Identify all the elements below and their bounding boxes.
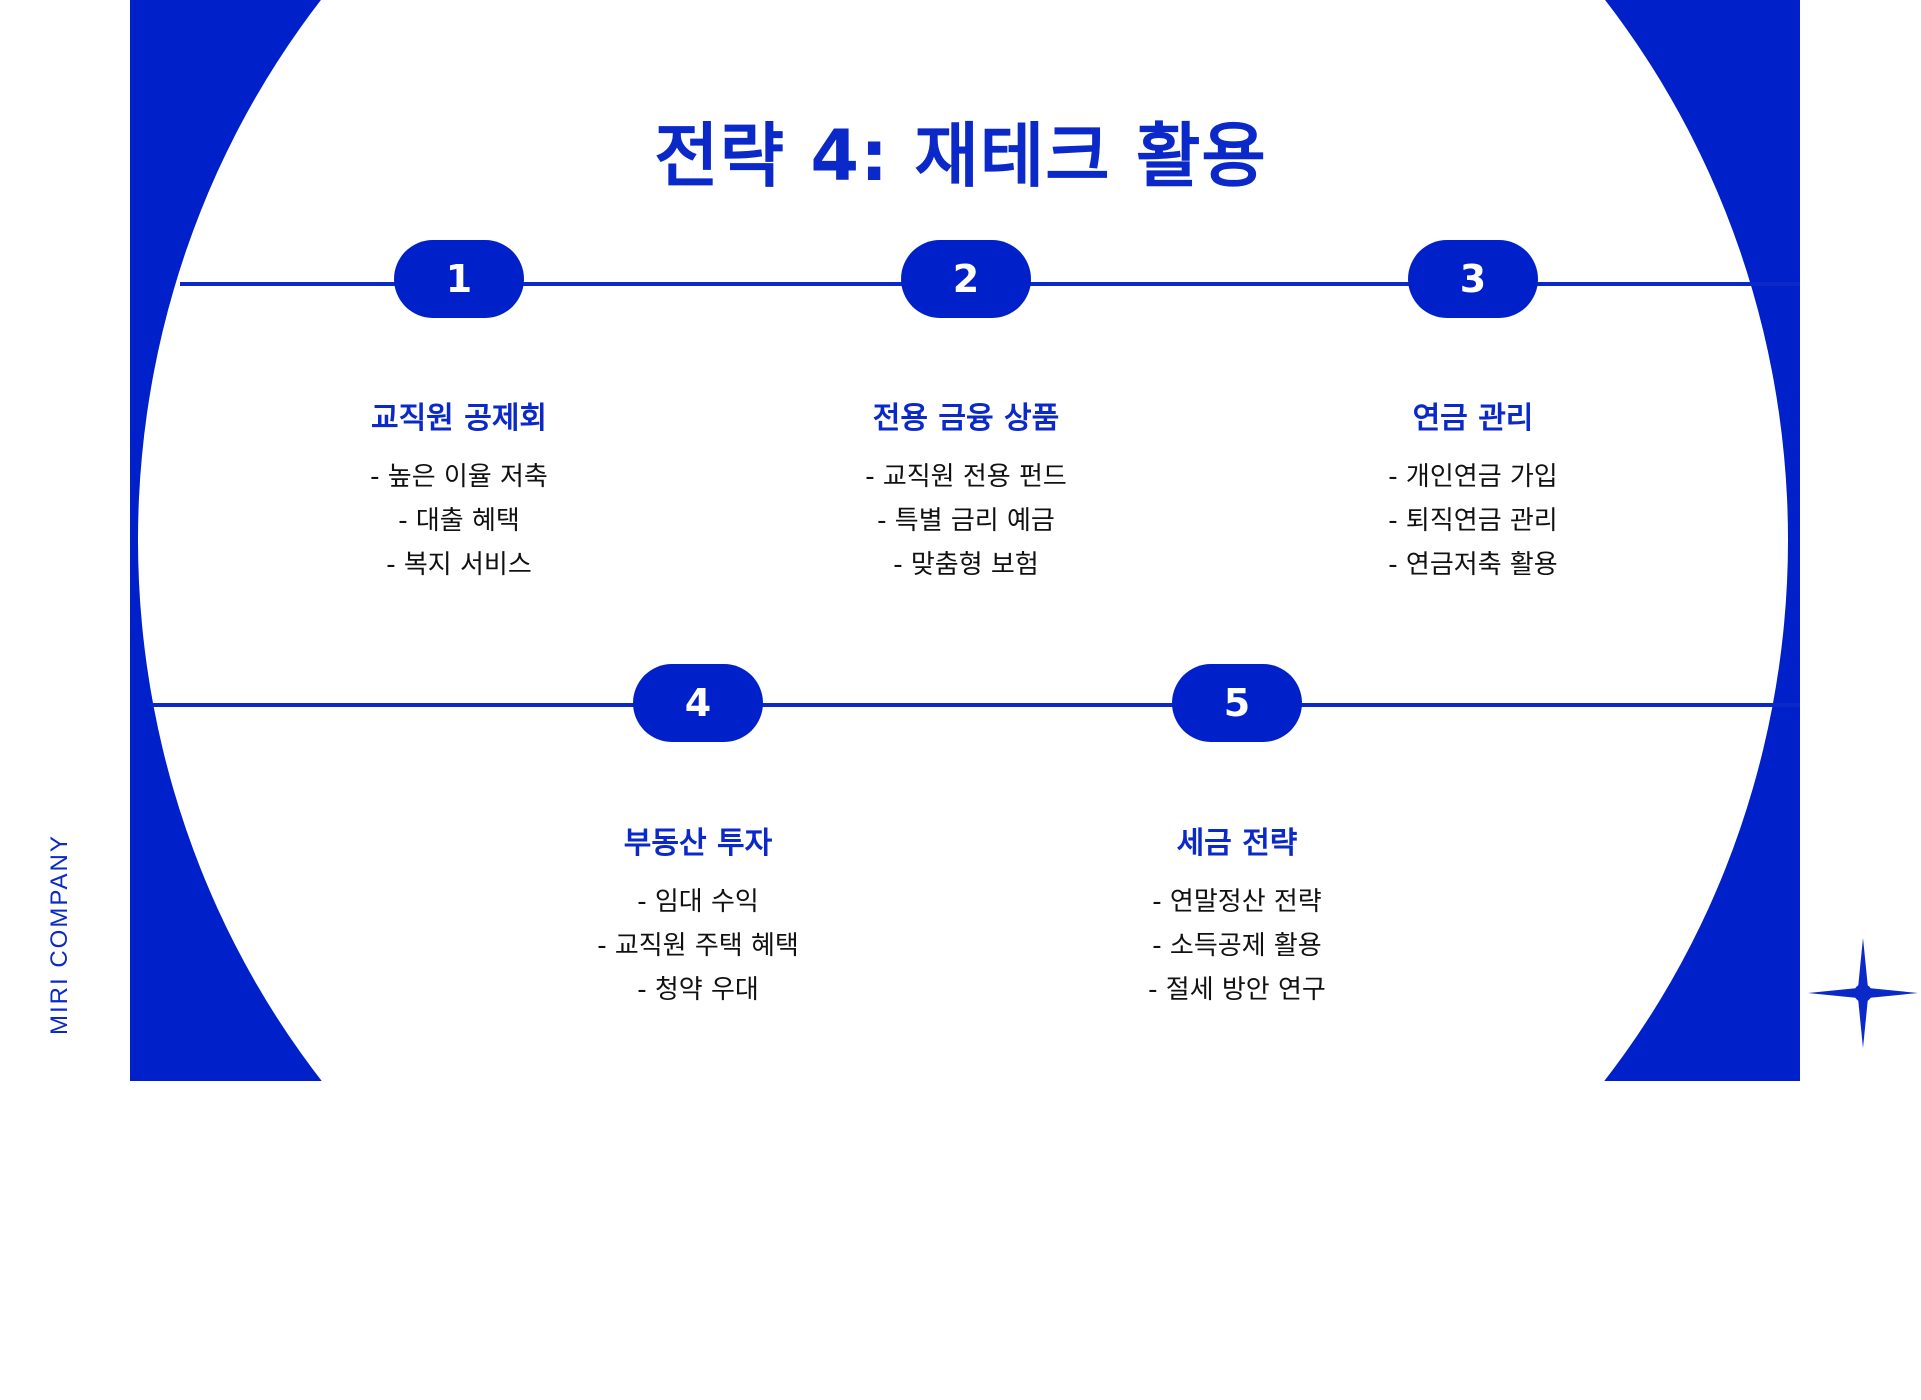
sparkle-star-icon xyxy=(1808,938,1918,1048)
step-title: 부동산 투자 xyxy=(623,826,773,861)
step-item: - 연말정산 전략 xyxy=(1152,887,1322,917)
brand-label: MIRI COMPANY xyxy=(46,834,73,1035)
step-title: 연금 관리 xyxy=(1412,401,1534,436)
step-badge-5: 5 xyxy=(1172,664,1302,742)
step-item: - 맞춤형 보험 xyxy=(893,550,1039,580)
step-badge-2: 2 xyxy=(901,240,1031,318)
step-item: - 복지 서비스 xyxy=(386,550,532,580)
step-item: - 대출 혜택 xyxy=(398,506,520,536)
step-item: - 절세 방안 연구 xyxy=(1148,975,1326,1005)
step-card-4: 부동산 투자 - 임대 수익 - 교직원 주택 혜택 - 청약 우대 xyxy=(508,818,888,1012)
step-card-1: 교직원 공제회 - 높은 이율 저축 - 대출 혜택 - 복지 서비스 xyxy=(269,393,649,587)
step-item: - 소득공제 활용 xyxy=(1152,931,1322,961)
step-badge-1: 1 xyxy=(394,240,524,318)
content-ellipse xyxy=(138,0,1788,1400)
step-title: 교직원 공제회 xyxy=(370,401,548,436)
step-item: - 교직원 전용 펀드 xyxy=(865,462,1067,492)
step-item: - 임대 수익 xyxy=(637,887,759,917)
step-title: 세금 전략 xyxy=(1176,826,1298,861)
step-card-3: 연금 관리 - 개인연금 가입 - 퇴직연금 관리 - 연금저축 활용 xyxy=(1283,393,1663,587)
step-badge-3: 3 xyxy=(1408,240,1538,318)
step-badge-4: 4 xyxy=(633,664,763,742)
timeline-line-bottom xyxy=(150,703,1800,707)
step-item: - 연금저축 활용 xyxy=(1388,550,1558,580)
step-item: - 청약 우대 xyxy=(637,975,759,1005)
page-title: 전략 4: 재테크 활용 xyxy=(654,115,1267,197)
step-item: - 특별 금리 예금 xyxy=(877,506,1055,536)
step-card-5: 세금 전략 - 연말정산 전략 - 소득공제 활용 - 절세 방안 연구 xyxy=(1047,818,1427,1012)
step-item: - 퇴직연금 관리 xyxy=(1388,506,1558,536)
step-card-2: 전용 금융 상품 - 교직원 전용 펀드 - 특별 금리 예금 - 맞춤형 보험 xyxy=(776,393,1156,587)
step-item: - 교직원 주택 혜택 xyxy=(597,931,799,961)
step-item: - 높은 이율 저축 xyxy=(370,462,548,492)
step-title: 전용 금융 상품 xyxy=(872,401,1060,436)
step-item: - 개인연금 가입 xyxy=(1388,462,1558,492)
